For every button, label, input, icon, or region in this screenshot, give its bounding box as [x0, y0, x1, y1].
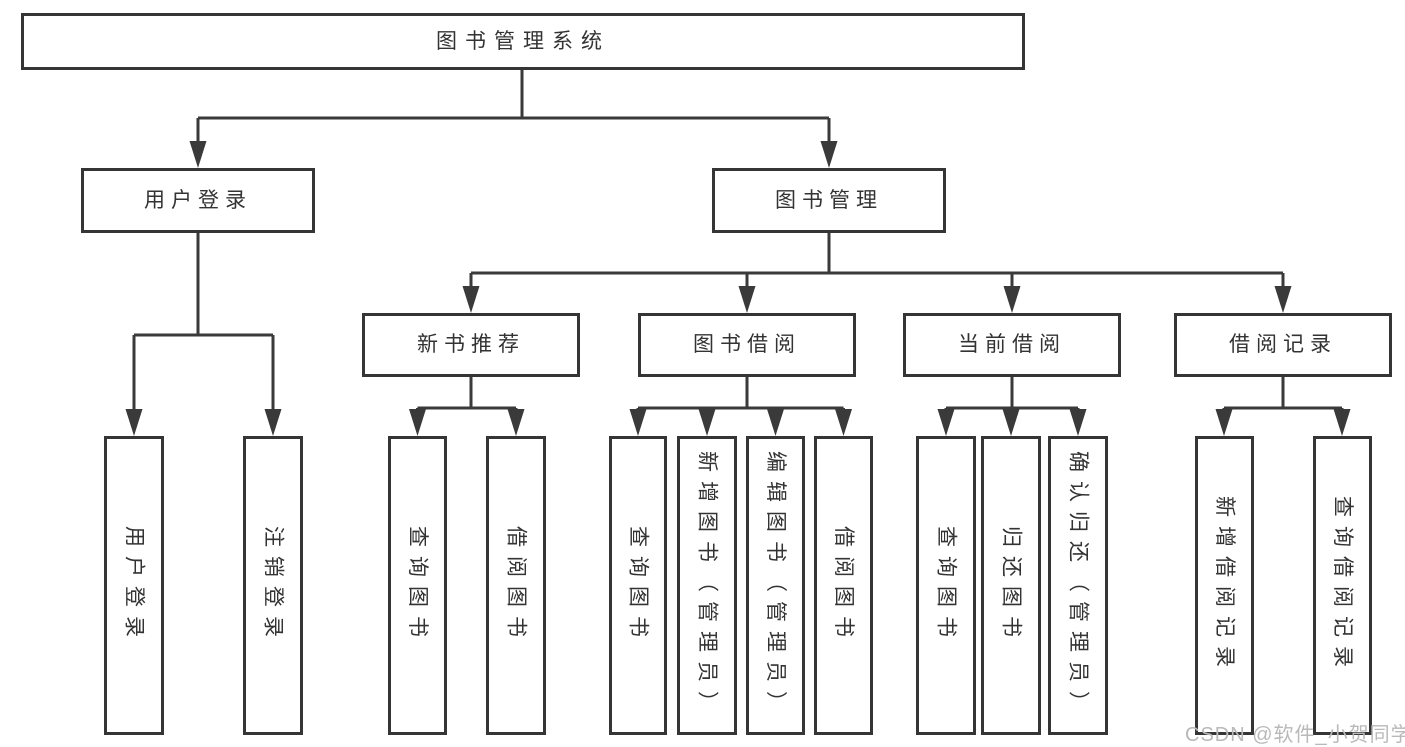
node-login: 用户登录: [104, 436, 164, 735]
arrow-down-icon: [1002, 409, 1020, 436]
arrow-down-icon: [738, 286, 756, 313]
node-br-add-record: 新增借阅记录: [1195, 436, 1254, 735]
arrow-down-icon: [1333, 409, 1351, 436]
arrow-down-icon: [462, 286, 480, 313]
node-root-label: 图书管理系统: [436, 29, 610, 53]
arrow-down-icon: [629, 409, 647, 436]
node-nbr-query-books-label: 查询图书: [406, 525, 429, 646]
node-root: 图书管理系统: [21, 13, 1025, 70]
arrow-down-icon: [264, 409, 282, 436]
node-user-login: 用户登录: [81, 168, 315, 233]
node-current-borrow: 当前借阅: [903, 313, 1121, 377]
arrow-down-icon: [767, 409, 784, 436]
node-user-login-label: 用户登录: [144, 188, 252, 212]
node-new-book-rec: 新书推荐: [362, 313, 580, 377]
node-bb-borrow-books: 借阅图书: [814, 436, 873, 735]
node-nbr-borrow-books: 借阅图书: [486, 436, 546, 735]
node-bb-edit-books-admin-label: 编辑图书（管理员）: [764, 450, 787, 721]
arrowheads: [125, 141, 1351, 436]
node-borrow-records-label: 借阅记录: [1229, 333, 1337, 357]
node-br-add-record-label: 新增借阅记录: [1213, 495, 1236, 676]
node-current-borrow-label: 当前借阅: [958, 333, 1066, 357]
arrow-down-icon: [1003, 286, 1021, 313]
arrow-down-icon: [1069, 409, 1087, 436]
node-cb-query-books-label: 查询图书: [934, 525, 958, 646]
node-bb-add-books-admin-label: 新增图书（管理员）: [695, 450, 719, 721]
node-nbr-borrow-books-label: 借阅图书: [504, 525, 528, 646]
node-logout-label: 注销登录: [261, 525, 285, 646]
node-cb-return-books-label: 归还图书: [999, 525, 1023, 646]
arrow-down-icon: [189, 141, 207, 168]
arrow-down-icon: [1274, 286, 1292, 313]
node-cb-confirm-return-admin-label: 确认归还（管理员）: [1066, 450, 1090, 721]
node-book-borrow: 图书借阅: [638, 313, 856, 377]
node-login-label: 用户登录: [122, 525, 146, 646]
arrow-down-icon: [698, 409, 716, 436]
node-cb-query-books: 查询图书: [916, 436, 976, 735]
arrow-down-icon: [1215, 409, 1233, 436]
node-book-mgmt: 图书管理: [712, 168, 946, 233]
node-bb-edit-books-admin: 编辑图书（管理员）: [746, 436, 805, 735]
node-br-query-record: 查询借阅记录: [1313, 436, 1372, 735]
node-bb-query-books: 查询图书: [609, 436, 667, 735]
node-logout: 注销登录: [243, 436, 303, 735]
arrow-down-icon: [507, 409, 525, 436]
node-borrow-records: 借阅记录: [1174, 313, 1392, 377]
node-bb-borrow-books-label: 借阅图书: [832, 525, 855, 646]
node-bb-add-books-admin: 新增图书（管理员）: [677, 436, 737, 735]
arrow-down-icon: [125, 409, 143, 436]
node-book-mgmt-label: 图书管理: [775, 188, 883, 212]
arrow-down-icon: [820, 141, 838, 168]
csdn-watermark: CSDN @软件_小贺同学: [1185, 724, 1405, 746]
node-cb-confirm-return-admin: 确认归还（管理员）: [1048, 436, 1108, 735]
node-cb-return-books: 归还图书: [981, 436, 1041, 735]
arrow-down-icon: [835, 409, 852, 436]
arrow-down-icon: [937, 409, 955, 436]
node-book-borrow-label: 图书借阅: [693, 333, 801, 357]
node-new-book-rec-label: 新书推荐: [417, 333, 525, 357]
arrow-down-icon: [409, 409, 426, 436]
node-nbr-query-books: 查询图书: [388, 436, 447, 735]
node-bb-query-books-label: 查询图书: [626, 525, 650, 646]
node-br-query-record-label: 查询借阅记录: [1331, 495, 1354, 676]
